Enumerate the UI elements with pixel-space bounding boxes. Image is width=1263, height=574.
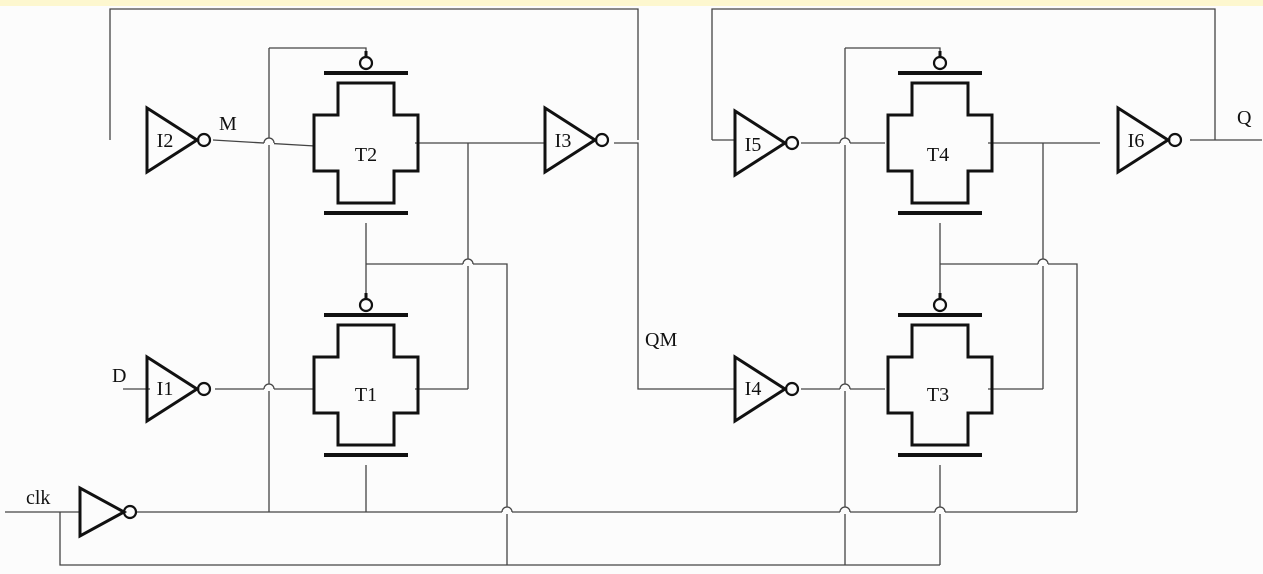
- devices: [78, 51, 1183, 539]
- output-label-q: Q: [1237, 107, 1252, 129]
- wire-segment: [940, 263, 1078, 512]
- inverter-label-i5: I5: [745, 134, 762, 156]
- inverter-label-i6: I6: [1128, 130, 1145, 152]
- wire-segment: [109, 8, 639, 140]
- inverter-label-i3: I3: [555, 130, 572, 152]
- crossover-mask: [840, 138, 850, 145]
- inverter-body: [78, 485, 128, 539]
- crossover-hop: [501, 506, 513, 513]
- inverter-bubble: [122, 504, 138, 520]
- inverter-bubble: [1167, 132, 1183, 148]
- inverter-i6: [1116, 105, 1183, 175]
- net-label-m: M: [219, 113, 237, 135]
- crossover-mask: [502, 507, 512, 514]
- inverter-i2: [145, 105, 212, 175]
- transmission-gates: [312, 51, 994, 457]
- crossover-mask: [840, 507, 850, 514]
- crossover-hop: [462, 258, 474, 265]
- crossover-hop: [263, 383, 275, 390]
- wire-segment: [711, 8, 1216, 140]
- inverter-label-i2: I2: [157, 130, 174, 152]
- crossover-mask: [463, 259, 473, 266]
- inverter-body: [543, 105, 598, 175]
- pmos-bubble: [358, 55, 374, 71]
- wires: [5, 8, 1262, 566]
- crossover-hop: [934, 506, 946, 513]
- inverter-label-i4: I4: [745, 378, 762, 400]
- inverter-clk: [78, 485, 138, 539]
- inverter-i4: [733, 354, 800, 424]
- inverter-body: [733, 108, 788, 178]
- inverter-i3: [543, 105, 610, 175]
- transmission-gate-t2: [312, 51, 420, 215]
- crossover-hop: [839, 506, 851, 513]
- input-label-clk: clk: [26, 487, 50, 509]
- inverter-body: [145, 105, 200, 175]
- channel-body: [886, 323, 994, 447]
- crossover-mask: [840, 384, 850, 391]
- labels: I1 I2 I3 I4 I5 I6 T1 T2 T3 T4 M QM D clk…: [26, 107, 1252, 509]
- channel-body: [312, 323, 420, 447]
- inverter-bubble: [784, 381, 800, 397]
- pmos-bubble: [932, 55, 948, 71]
- inverters: [78, 105, 1183, 539]
- channel-body: [312, 81, 420, 205]
- inverter-bubble: [196, 381, 212, 397]
- top-accent-band: [0, 0, 1263, 6]
- inverter-body: [733, 354, 788, 424]
- gate-label-t3: T3: [927, 384, 949, 406]
- channel-body: [886, 81, 994, 205]
- crossover-mask: [935, 507, 945, 514]
- crossover-hop: [839, 137, 851, 144]
- gate-label-t2: T2: [355, 144, 377, 166]
- transmission-gate-t3: [886, 293, 994, 457]
- wire-segment: [59, 512, 940, 566]
- wire-segment: [366, 263, 508, 565]
- crossover-hop: [839, 383, 851, 390]
- crossover-hop: [1037, 258, 1049, 265]
- inverter-label-i1: I1: [157, 378, 174, 400]
- input-label-d: D: [112, 365, 126, 387]
- wire-segment: [614, 142, 735, 390]
- inverter-body: [145, 354, 200, 424]
- inverter-i5: [733, 108, 800, 178]
- crossover-hop: [263, 137, 275, 144]
- transmission-gate-t1: [312, 293, 420, 457]
- crossover-mask: [264, 384, 274, 391]
- inverter-bubble: [196, 132, 212, 148]
- crossover-mask: [1038, 259, 1048, 266]
- pmos-bubble: [932, 297, 948, 313]
- wire-segment: [269, 47, 367, 57]
- inverter-bubble: [784, 135, 800, 151]
- inverter-i1: [145, 354, 212, 424]
- wire-segment: [845, 47, 941, 57]
- gate-label-t1: T1: [355, 384, 377, 406]
- inverter-body: [1116, 105, 1171, 175]
- gate-label-t4: T4: [927, 144, 949, 166]
- pmos-bubble: [358, 297, 374, 313]
- inverter-bubble: [594, 132, 610, 148]
- transmission-gate-t4: [886, 51, 994, 215]
- net-label-qm: QM: [645, 329, 677, 351]
- crossover-mask: [264, 138, 274, 145]
